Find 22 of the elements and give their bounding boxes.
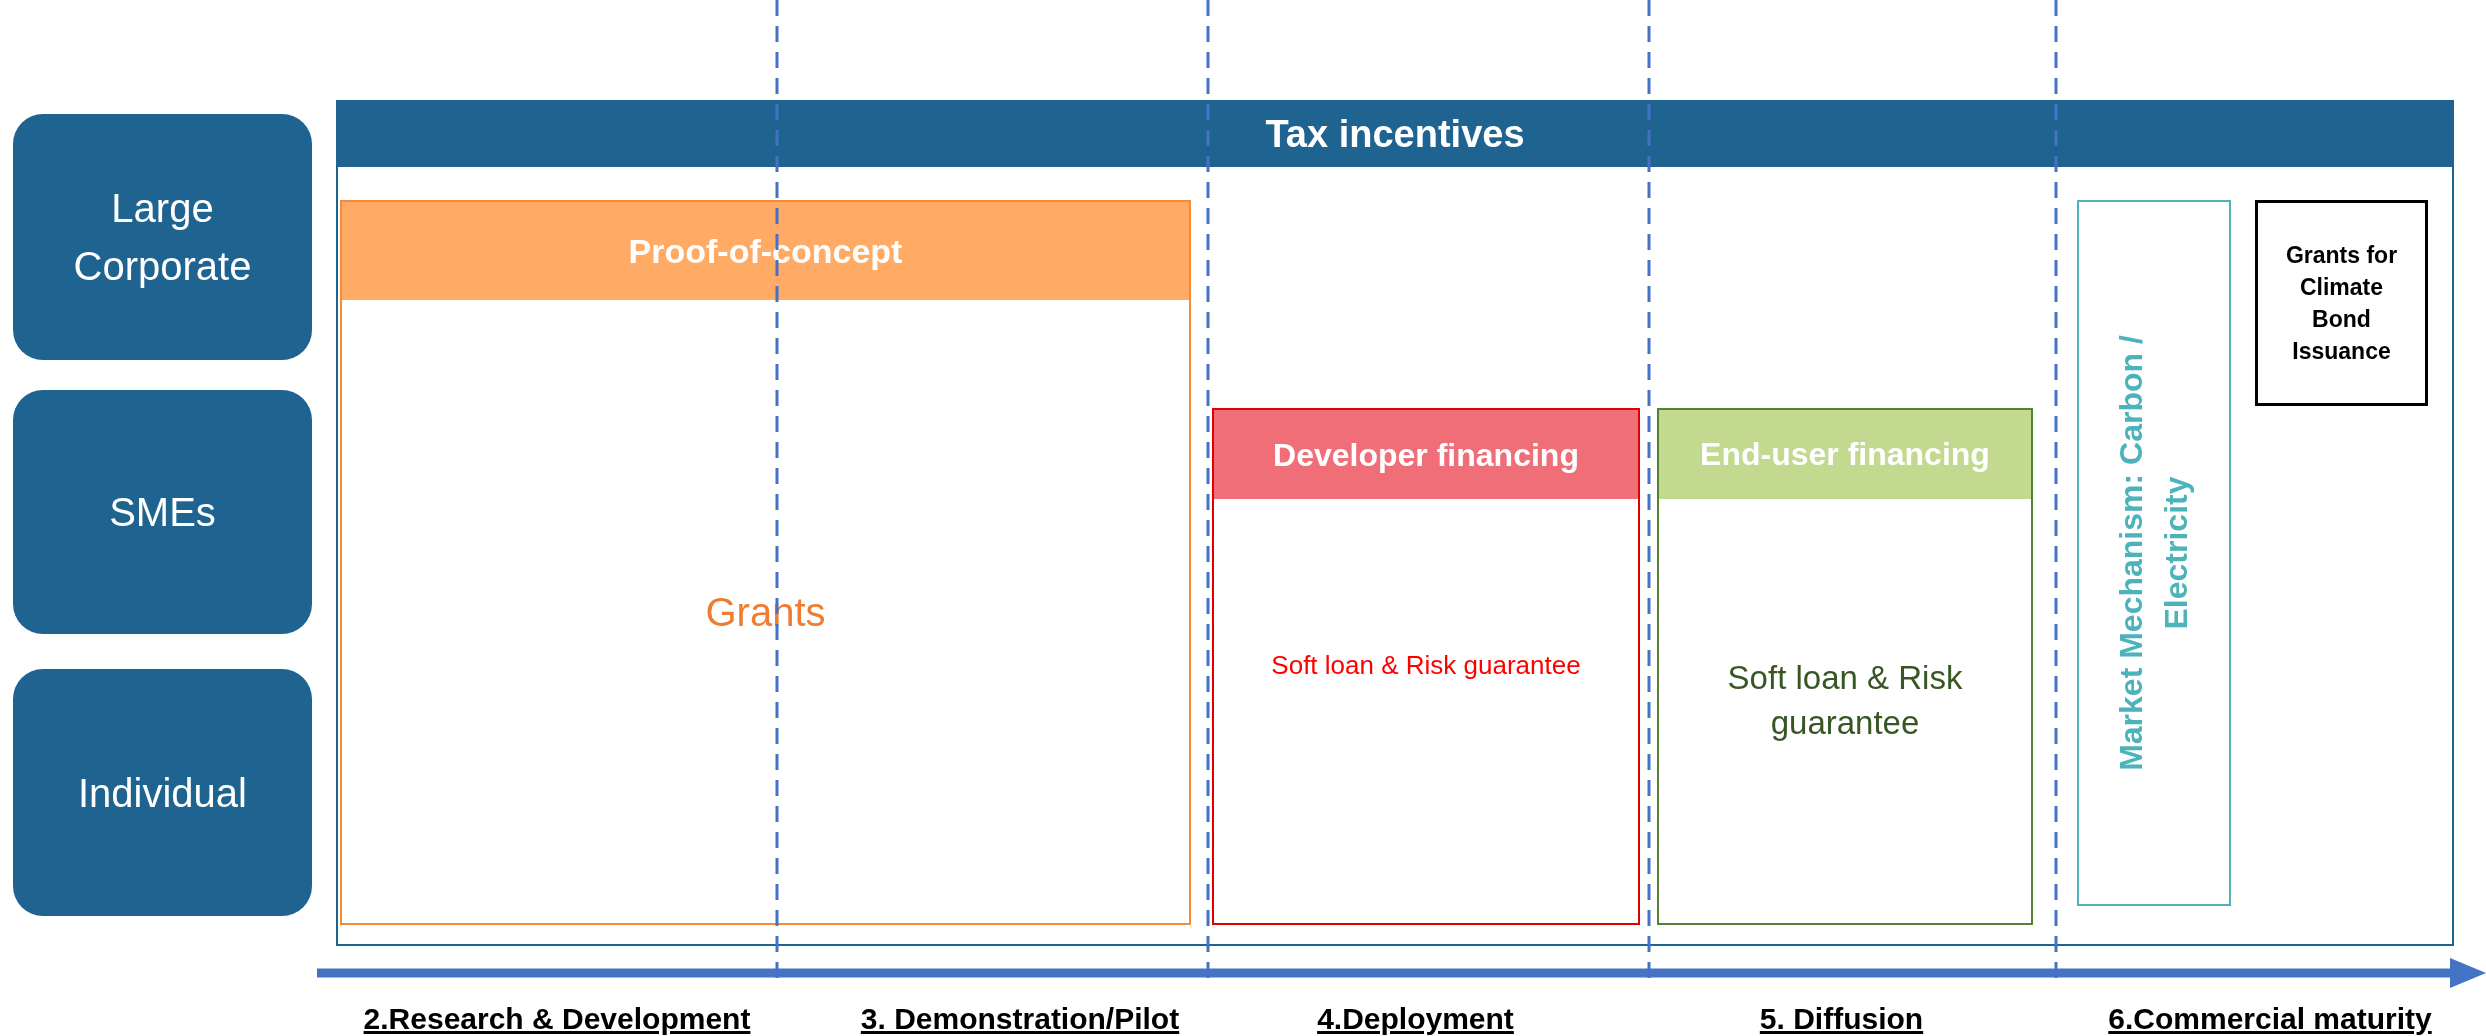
stage-label: 6.Commercial maturity [2107,1001,2433,1036]
program-box [2077,200,2231,906]
header-bar: Tax incentives [338,102,2452,167]
box-text: Soft loan & Risk guarantee [1271,649,1581,683]
program-box [1212,408,1640,925]
header-bar: Proof-of-concept [342,202,1189,300]
stage-label: 4.Deployment [1316,1001,1515,1036]
frame-box [336,100,2454,946]
category-box: SMEs [13,390,312,634]
header-bar: End-user financing [1659,410,2031,499]
program-box [340,200,1191,925]
box-text: Soft loan & Risk guarantee [1726,658,1964,743]
program-box [1657,408,2033,925]
category-box: Large Corporate [13,114,312,360]
header-bar: Developer financing [1214,410,1638,499]
program-box: Grants for Climate Bond Issuance [2255,200,2428,406]
box-text: Grants [705,588,826,636]
vertical-text: Market Mechanism: Carbon / Electricity [2112,334,2195,773]
category-box: Individual [13,669,312,916]
stage-label: 2.Research & Development [362,1001,752,1036]
stage-label: 3. Demonstration/Pilot [859,1001,1181,1036]
stage-label: 5. Diffusion [1758,1001,1925,1036]
